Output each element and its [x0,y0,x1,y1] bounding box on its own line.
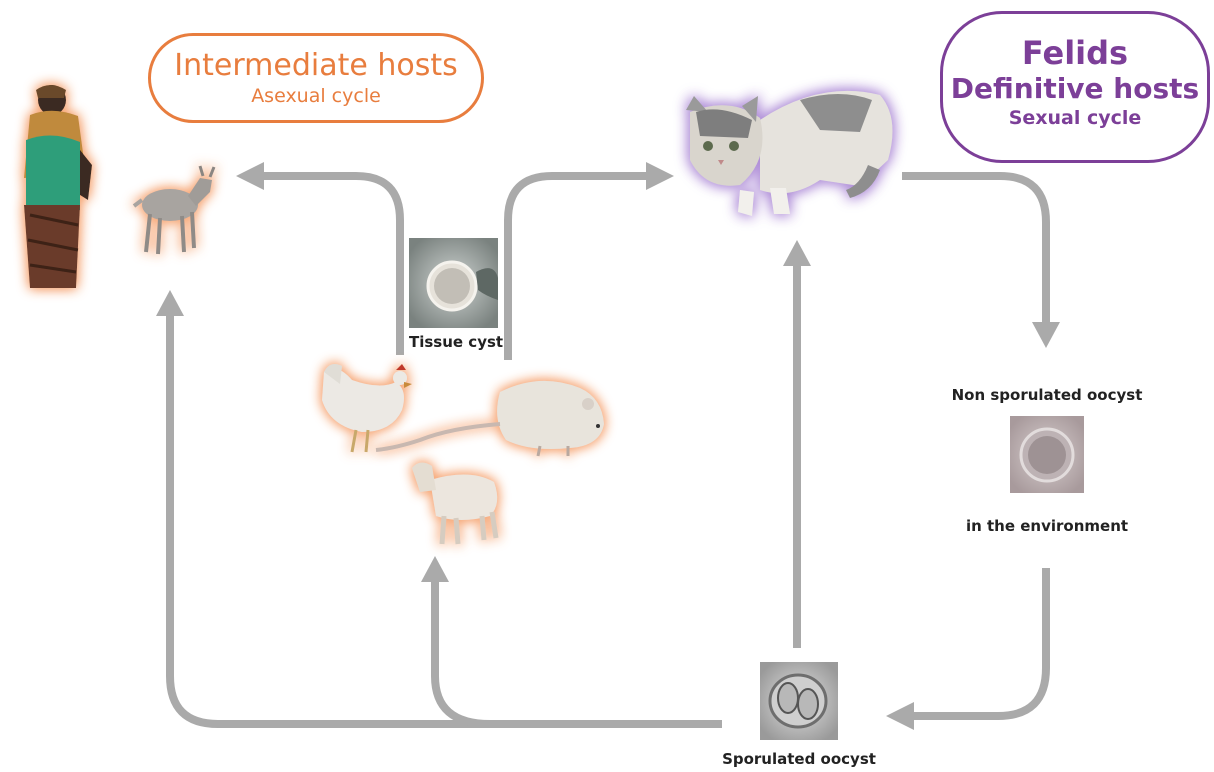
sporulated-oocyst-micrograph [760,662,838,740]
human-figure [24,85,92,288]
rat-icon [375,380,604,457]
intermediate-hosts-title: Intermediate hosts [174,48,458,83]
cat-icon [686,90,893,216]
environment-caption: in the environment [965,517,1129,535]
arrow-cyst-to-deer [262,172,404,355]
sporulated-caption: Sporulated oocyst [722,750,876,768]
arrowhead-deer [236,162,264,190]
arrow-sporulated-to-human [166,312,722,728]
chicken-icon [322,364,412,453]
arrowhead-up-livestock [421,556,449,582]
arrowhead-cat [646,162,674,190]
arrowhead-sporulated [886,702,914,730]
deer-icon [132,165,216,255]
tissue-cyst-caption: Tissue cyst [409,333,504,351]
arrowhead-oocyst [1032,322,1060,348]
definitive-hosts-subtitle: Definitive hosts [950,72,1200,105]
arrow-sporulated-to-livestock [431,578,491,728]
felids-title: Felids [1021,34,1129,72]
non-sporulated-oocyst-micrograph [1010,416,1084,493]
arrowhead-up-human [156,290,184,316]
arrow-cyst-to-cat [504,172,650,360]
tissue-cyst-micrograph [409,238,498,328]
intermediate-hosts-label: Intermediate hosts Asexual cycle [148,33,484,123]
sheep-icon [412,462,499,545]
definitive-hosts-label: Felids Definitive hosts Sexual cycle [940,11,1210,163]
non-sporulated-caption: Non sporulated oocyst [951,386,1143,404]
arrow-environment-to-sporulated [912,568,1050,720]
sexual-cycle-note: Sexual cycle [1008,107,1142,129]
arrowhead-up-cat [783,240,811,266]
arrow-cat-to-oocyst [902,172,1050,330]
intermediate-hosts-subtitle: Asexual cycle [251,85,381,107]
